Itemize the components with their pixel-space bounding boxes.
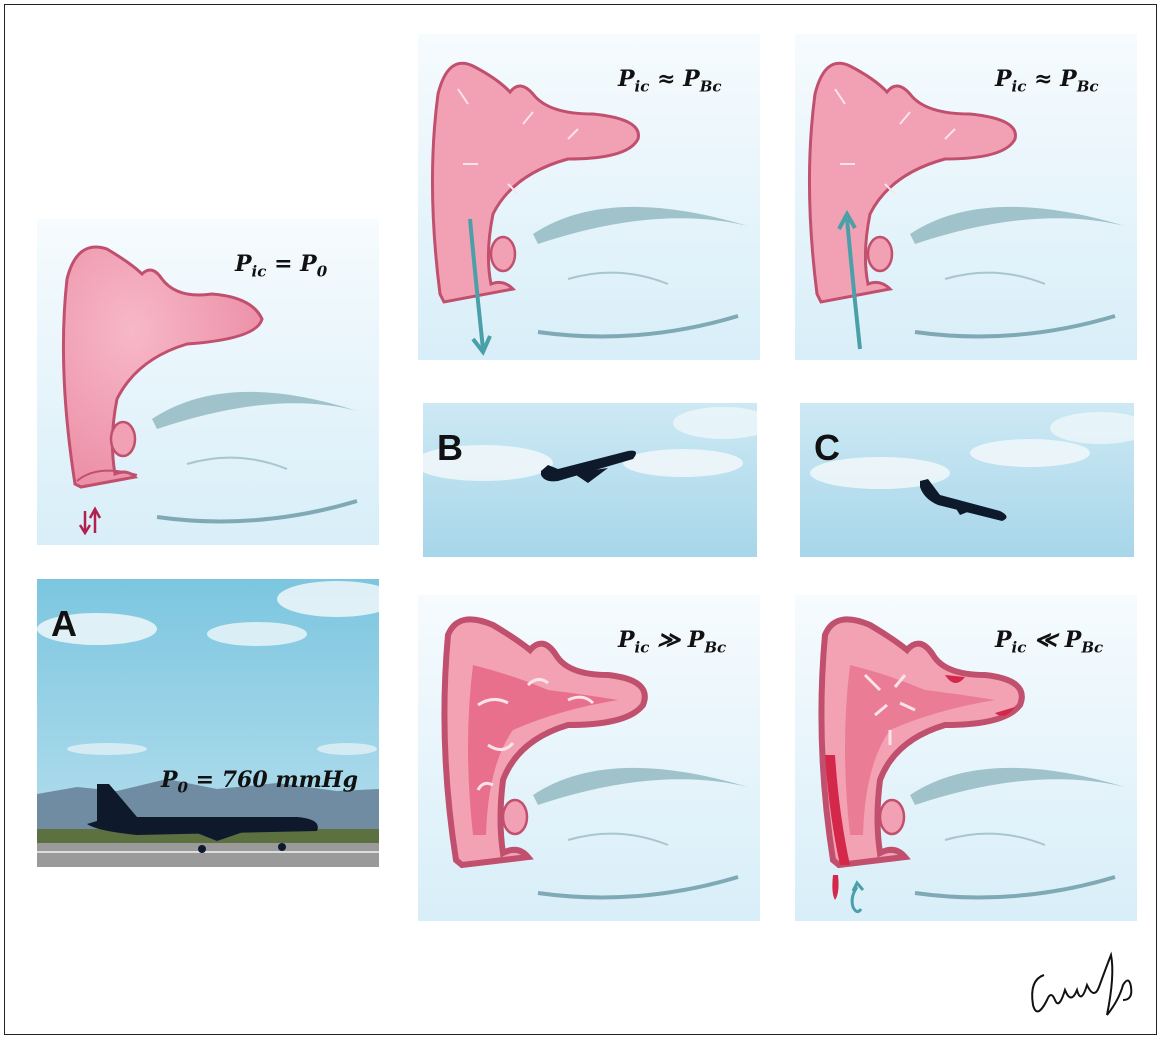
panel-letter-c: C	[814, 427, 840, 469]
sinus-ground-illustration	[37, 219, 379, 545]
sinus-panel-descent-bottom: Pic ≪ PBc	[795, 595, 1137, 921]
equation-descent-top: Pic ≈ PBc	[995, 66, 1099, 95]
sinus-panel-ground: Pic = P0	[37, 219, 379, 545]
scene-descent: C	[800, 403, 1134, 557]
equation-ground: Pic = P0	[235, 251, 327, 280]
sinus-panel-climb-top: Pic ≈ PBc	[418, 34, 760, 360]
runway-illustration	[37, 579, 379, 867]
sinus-panel-climb-bottom: Pic ≫ PBc	[418, 595, 760, 921]
equation-climb-bottom: Pic ≫ PBc	[618, 627, 726, 656]
panel-letter-a: A	[51, 603, 77, 645]
equation-descent-bottom: Pic ≪ PBc	[995, 627, 1103, 656]
scene-climb: B	[423, 403, 757, 557]
pressure-label: P0 = 760 mmHg	[161, 767, 358, 796]
descent-sky-illustration	[800, 403, 1134, 557]
figure-frame: Pic = P0	[4, 4, 1157, 1035]
scene-ground-runway: A P0 = 760 mmHg	[37, 579, 379, 867]
artist-signature	[1019, 945, 1139, 1025]
equation-climb-top: Pic ≈ PBc	[618, 66, 722, 95]
sinus-panel-descent-top: Pic ≈ PBc	[795, 34, 1137, 360]
panel-letter-b: B	[437, 427, 463, 469]
climb-sky-illustration	[423, 403, 757, 557]
